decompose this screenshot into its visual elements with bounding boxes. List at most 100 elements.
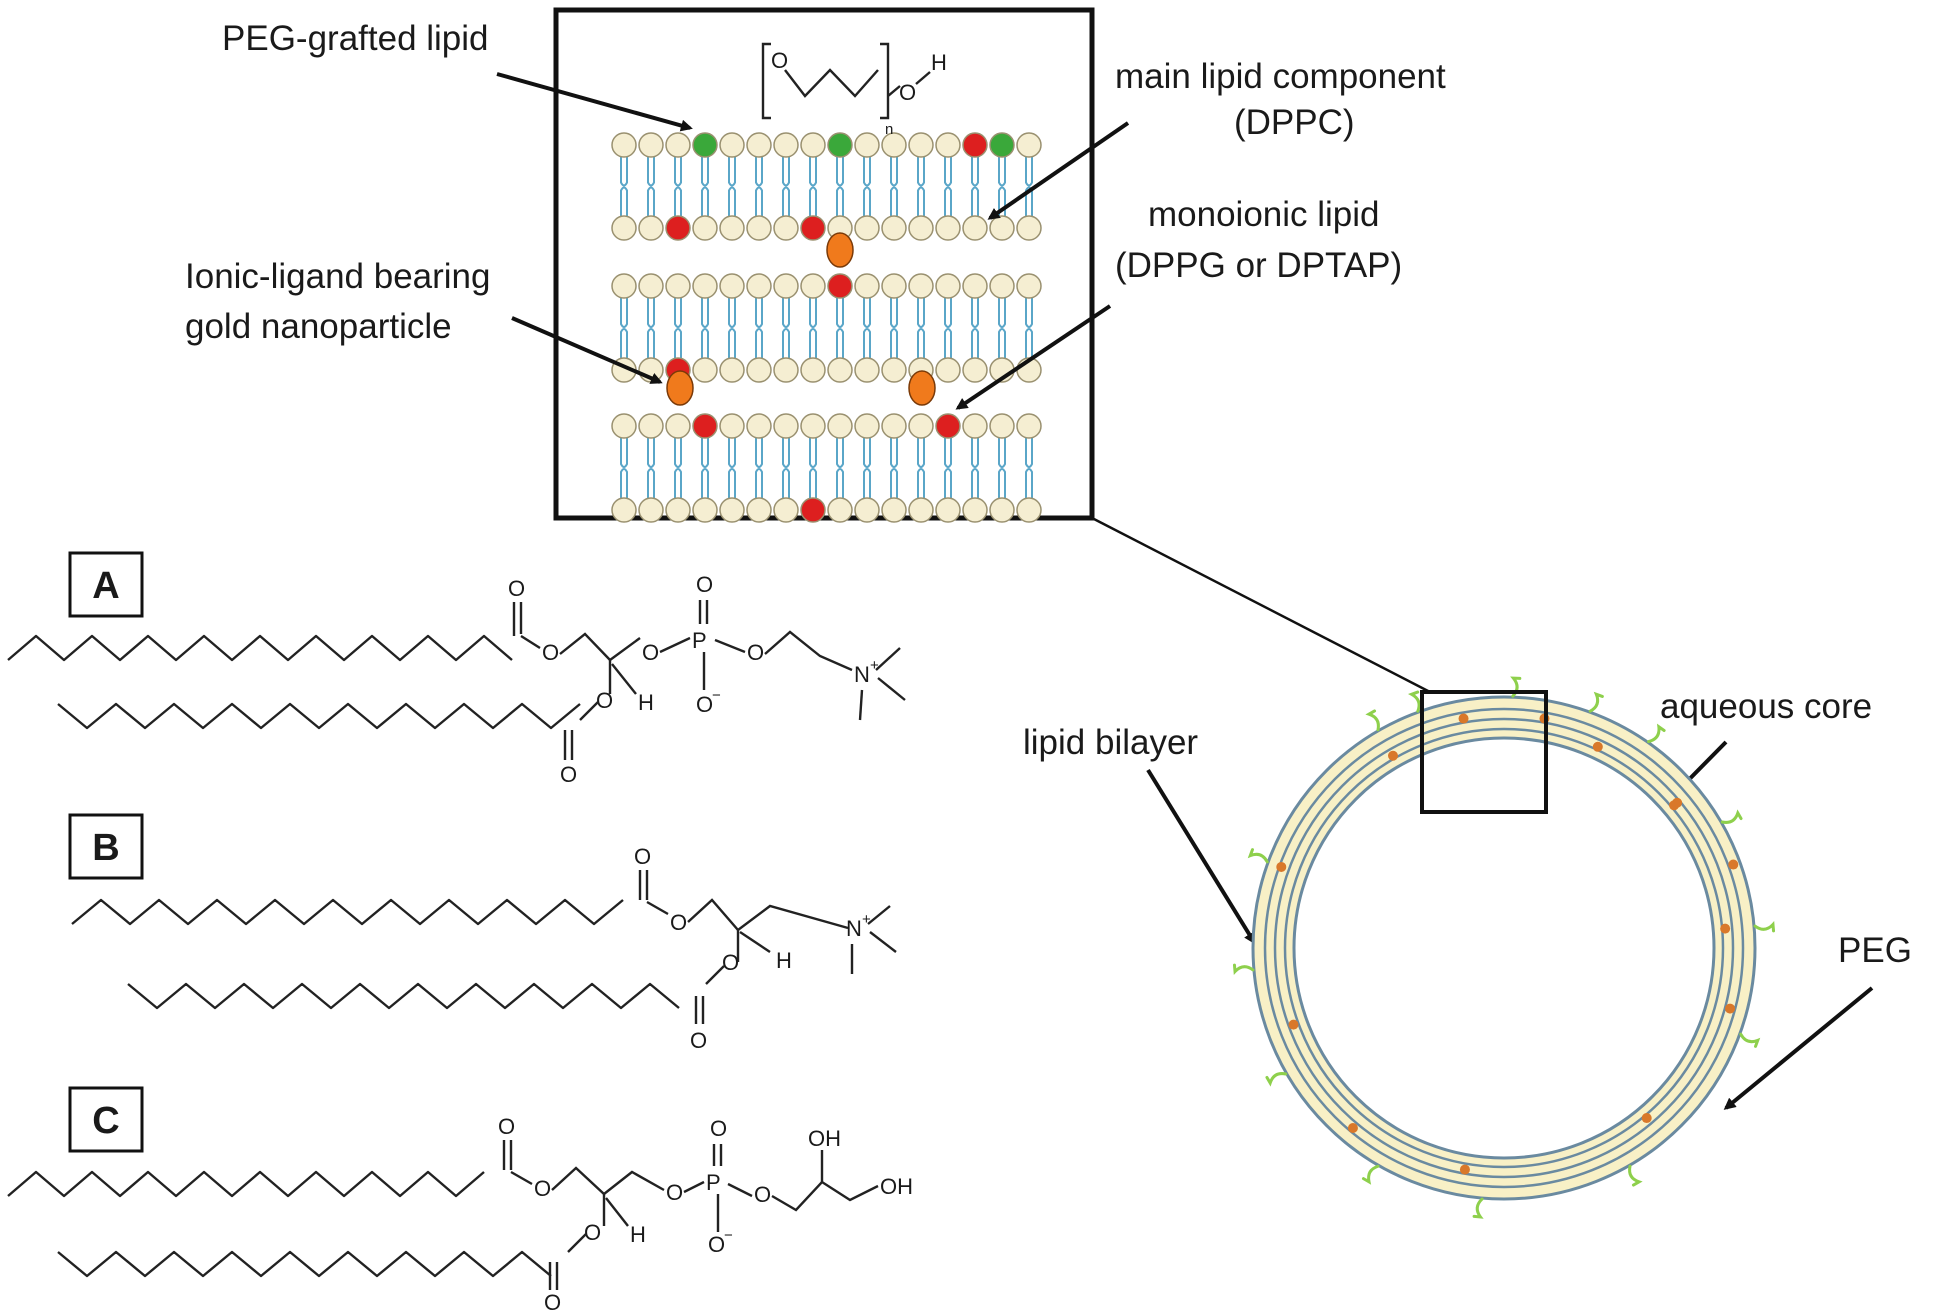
lipid-head-dppc	[962, 357, 988, 383]
lipid-head-dppc	[638, 497, 664, 523]
lipid-tail-upper	[647, 438, 655, 468]
lipid-tail-upper	[836, 438, 844, 468]
arrow-lipid-bilayer	[1146, 768, 1256, 945]
lipid-tail-lower	[971, 328, 979, 358]
lipid-tail-lower	[917, 328, 925, 358]
lipid-head-dppc	[1016, 273, 1042, 299]
lipid-tail-lower	[836, 186, 844, 216]
lipid-head-dppc	[962, 273, 988, 299]
lipid-head-dppc	[611, 497, 637, 523]
structure-a-dppc: O O O P O O − O N + H O O	[7, 572, 906, 787]
lipid-head-dppc	[962, 215, 988, 241]
a-phosphate-o-minus: O	[696, 692, 713, 717]
vesicle-particle-dot	[1459, 1164, 1470, 1175]
b-carbonyl-oxygen-top: O	[634, 844, 651, 869]
label-lipid-bilayer: lipid bilayer	[1023, 723, 1198, 762]
lipid-tail-upper	[701, 438, 709, 468]
lipid-tail-upper	[917, 157, 925, 187]
lipid-head-dppc	[719, 357, 745, 383]
liposome-vesicle	[1232, 676, 1776, 1219]
vesicle-peg-strand	[1361, 1164, 1380, 1185]
lipid-head-dppc	[800, 413, 826, 439]
a-ester-oxygen-1: O	[542, 640, 559, 665]
lipid-tail-upper	[728, 438, 736, 468]
lipid-tail-upper	[782, 438, 790, 468]
lipid-head-dppc	[773, 132, 799, 158]
lipid-tail-upper	[701, 157, 709, 187]
a-ester-oxygen-2: O	[596, 688, 613, 713]
lipid-head-dppc	[935, 215, 961, 241]
lipid-tail-lower	[971, 468, 979, 498]
lipid-head-dppc	[665, 273, 691, 299]
vesicle-particle-dot	[1288, 1019, 1299, 1030]
lipid-tail-upper	[863, 438, 871, 468]
lipid-head-ionic	[800, 215, 826, 241]
lipid-tail-lower	[674, 468, 682, 498]
vesicle-particle-dot	[1347, 1123, 1358, 1134]
vesicle-particle-dot	[1388, 750, 1398, 761]
lipid-tail-upper	[620, 157, 628, 187]
label-aqueous-core: aqueous core	[1660, 687, 1872, 726]
lipid-tail-upper	[890, 298, 898, 328]
a-phosphate-oxygen-top: O	[696, 572, 713, 597]
b-ester-oxygen-2: O	[722, 950, 739, 975]
lipid-tail-lower	[944, 468, 952, 498]
lipid-head-dppc	[719, 497, 745, 523]
vesicle-ring	[1283, 727, 1725, 1169]
lipid-tail-lower	[674, 186, 682, 216]
c-carbonyl-oxygen-bottom: O	[544, 1290, 561, 1312]
arrow-nanoparticle	[511, 316, 663, 384]
vesicle-peg-strands	[1232, 676, 1776, 1219]
lipid-head-dppc	[773, 357, 799, 383]
lipid-tail-lower	[1025, 468, 1033, 498]
vesicle-peg-strand	[1365, 709, 1380, 732]
a-minus-charge: −	[712, 687, 721, 704]
lipid-tail-lower	[647, 186, 655, 216]
lipid-head-dppc	[881, 273, 907, 299]
lipid-tail-lower	[620, 328, 628, 358]
arrow-peg	[1723, 986, 1874, 1110]
vesicle-ring	[1263, 707, 1745, 1189]
lipid-tail-upper	[647, 298, 655, 328]
c-phosphate-oxygen-2: O	[754, 1182, 771, 1207]
lipid-tail-lower	[890, 186, 898, 216]
c-phosphate-o-minus: O	[708, 1232, 725, 1257]
vesicle-zoom-square	[1420, 690, 1548, 814]
lipid-tail-lower	[782, 468, 790, 498]
lipid-tail-upper	[701, 298, 709, 328]
a-phosphate-oxygen-2: O	[747, 640, 764, 665]
lipid-head-dppc	[827, 497, 853, 523]
lipid-head-dppc	[665, 132, 691, 158]
lipid-head-dppc	[1016, 215, 1042, 241]
zoom-frame	[553, 7, 1095, 521]
lipid-tail-upper	[755, 438, 763, 468]
callout-labels: PEG-grafted lipid main lipid component (…	[185, 19, 1912, 970]
vesicle-peg-strand	[1510, 676, 1522, 698]
c-ester-oxygen-1: O	[534, 1176, 551, 1201]
lipid-head-dppc	[989, 413, 1015, 439]
peg-formula-o-right: O	[899, 80, 916, 105]
lipid-head-dppc	[800, 273, 826, 299]
lipid-tail-lower	[701, 186, 709, 216]
lipid-head-dppc	[935, 357, 961, 383]
lipid-head-dppc	[746, 273, 772, 299]
a-ammonium-n: N	[854, 662, 870, 687]
lipid-tail-lower	[836, 328, 844, 358]
panel-b-letter: B	[92, 827, 119, 869]
label-ionic-ligand-bearing: Ionic-ligand bearing	[185, 257, 490, 296]
lipid-head-dppc	[1016, 132, 1042, 158]
vesicle-peg-strand	[1588, 691, 1604, 713]
structure-b-dptap: O O N + H O O	[71, 844, 897, 1053]
gold-nanoparticle	[666, 370, 694, 406]
lipid-tail-upper	[728, 157, 736, 187]
a-stereo-h: H	[638, 690, 654, 715]
vesicle-peg-strand	[1232, 963, 1255, 975]
lipid-tail-lower	[782, 328, 790, 358]
lipid-head-dppc	[719, 132, 745, 158]
lipid-head-dppc	[665, 413, 691, 439]
lipid-head-dppc	[935, 132, 961, 158]
lipid-head-dppc	[773, 273, 799, 299]
lipid-head-dppc	[746, 215, 772, 241]
a-plus-charge: +	[870, 657, 879, 674]
lipid-head-dppc	[989, 497, 1015, 523]
